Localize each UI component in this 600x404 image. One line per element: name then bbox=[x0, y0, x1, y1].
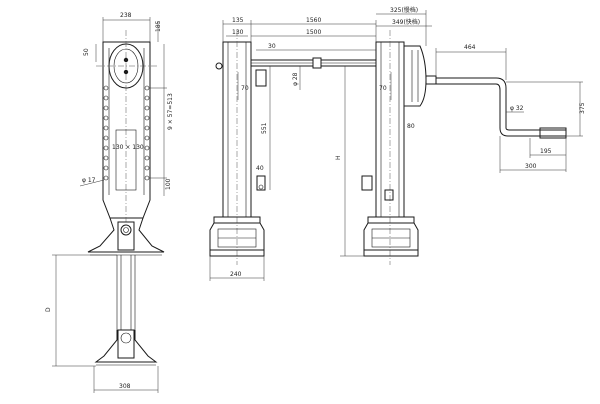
dim-50: 50 bbox=[83, 48, 90, 56]
dim-crank-dia: φ 32 bbox=[510, 105, 524, 112]
mounting-holes-left bbox=[103, 85, 109, 181]
dim-349: 349(快档) bbox=[392, 18, 420, 26]
side-view: 135 130 1560 1500 30 φ 28 70 551 40 H 70… bbox=[209, 6, 432, 281]
dim-464: 464 bbox=[464, 44, 476, 51]
dim-375: 375 bbox=[579, 102, 586, 114]
dim-185: 185 bbox=[155, 20, 162, 32]
dim-238: 238 bbox=[120, 12, 132, 19]
dim-130: 130 bbox=[232, 29, 244, 36]
dim-195: 195 bbox=[540, 148, 552, 155]
dim-1500: 1500 bbox=[306, 29, 321, 36]
dim-308: 308 bbox=[119, 383, 131, 390]
dim-30: 30 bbox=[268, 43, 276, 50]
dim-shaft-dia: φ 28 bbox=[292, 72, 299, 86]
dim-stroke-d: D bbox=[45, 307, 52, 312]
dim-325: 325(慢档) bbox=[390, 6, 418, 14]
front-view: 238 185 50 9 × 57=513 130 × 130 100 φ 17… bbox=[45, 12, 174, 393]
dim-240: 240 bbox=[230, 271, 242, 278]
right-bracket bbox=[361, 175, 373, 191]
dim-1560: 1560 bbox=[306, 17, 321, 24]
foot-pin-box bbox=[117, 221, 135, 251]
dim-70-right: 70 bbox=[379, 85, 387, 92]
inner-tube bbox=[115, 129, 137, 191]
dim-70-left: 70 bbox=[241, 85, 249, 92]
crank-arm bbox=[495, 77, 507, 128]
dim-height-h: H bbox=[335, 155, 342, 160]
dim-300: 300 bbox=[525, 163, 537, 170]
left-bracket bbox=[256, 175, 266, 191]
dim-80: 80 bbox=[407, 123, 415, 130]
dim-section: 130 × 130 bbox=[112, 144, 144, 151]
mounting-holes-right bbox=[144, 85, 150, 181]
dim-100: 100 bbox=[165, 178, 172, 190]
dim-holes-spacing: 9 × 57=513 bbox=[167, 93, 174, 130]
dim-551: 551 bbox=[261, 122, 268, 134]
dim-40: 40 bbox=[256, 165, 264, 172]
crank-grip bbox=[539, 127, 567, 139]
crank-handle-view: 464 φ 32 375 195 300 bbox=[425, 44, 586, 173]
dim-hole-dia: φ 17 bbox=[82, 177, 96, 184]
gearbox bbox=[403, 45, 427, 107]
dim-135: 135 bbox=[232, 17, 244, 24]
